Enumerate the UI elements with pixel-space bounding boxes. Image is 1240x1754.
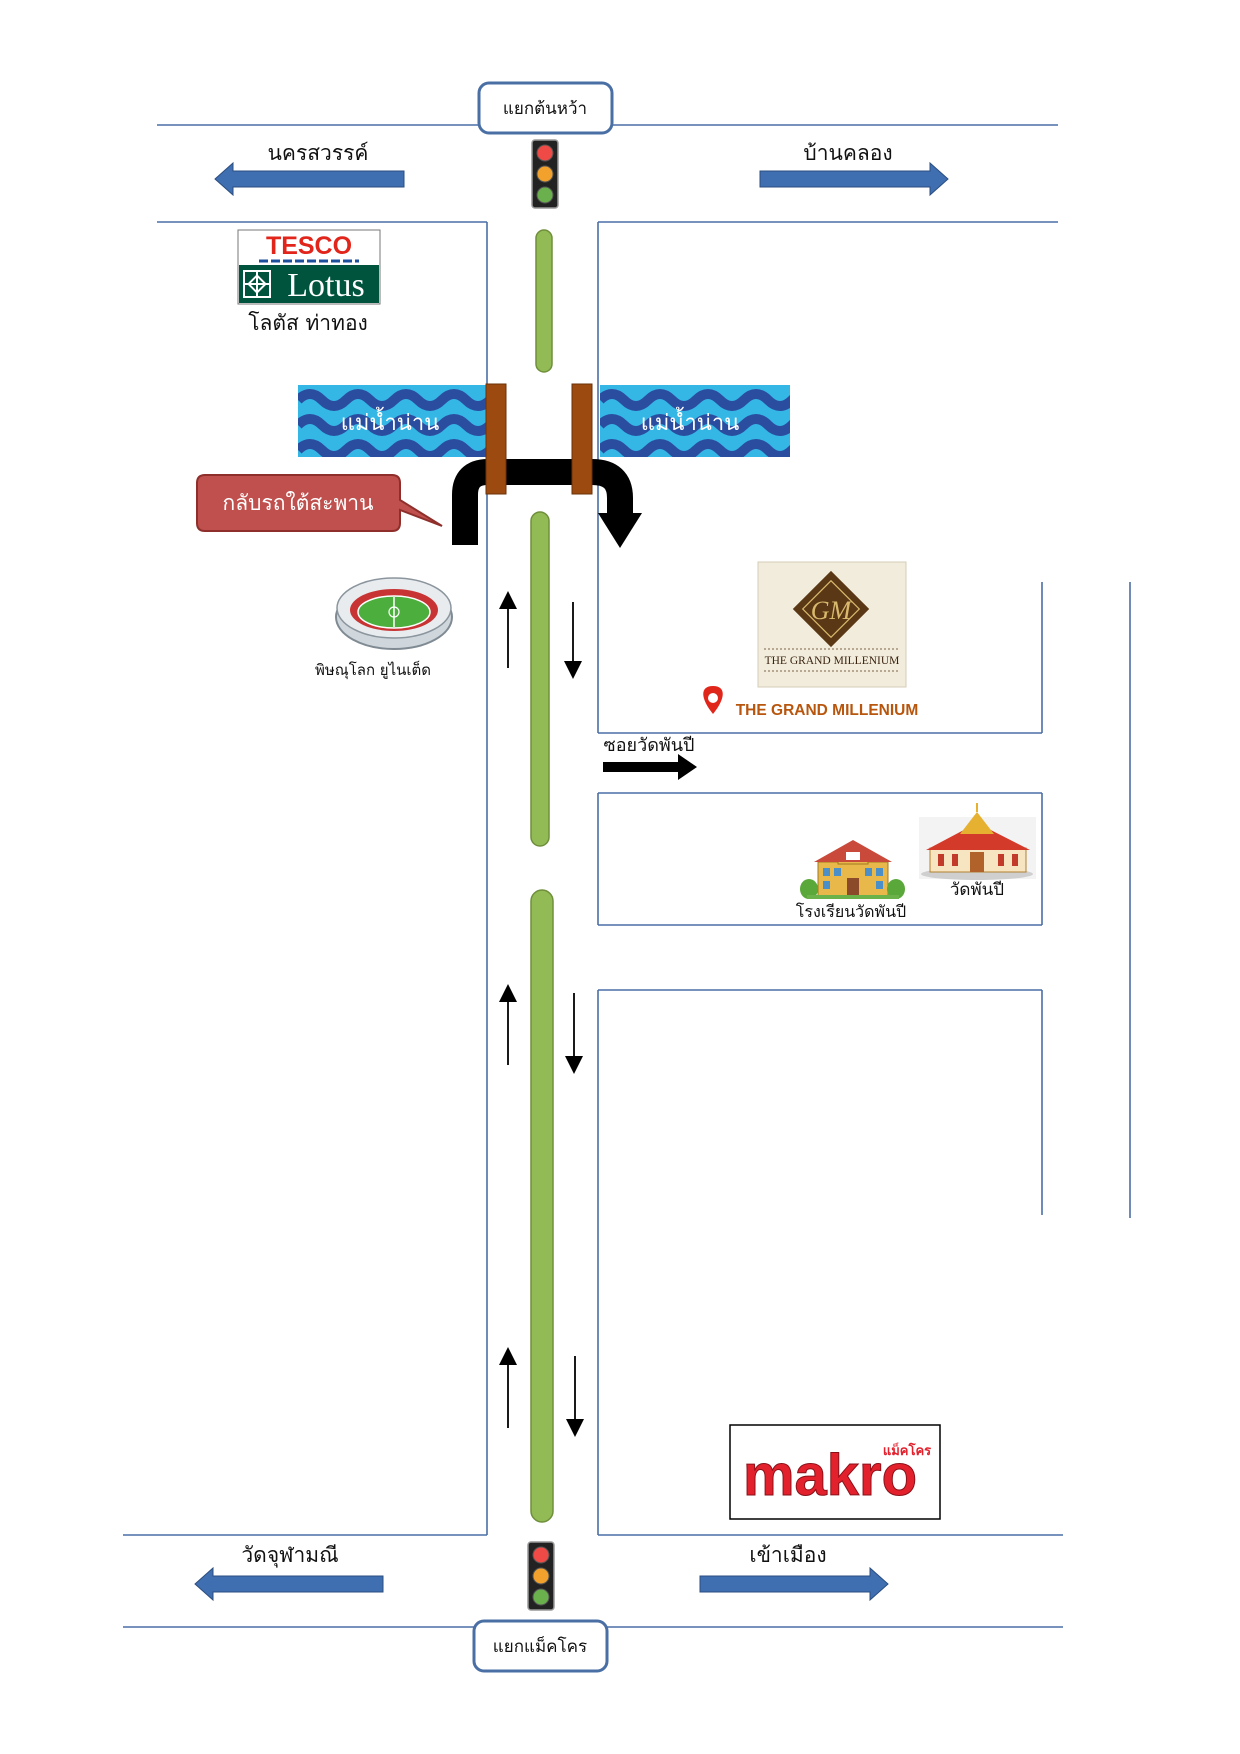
- grand-logo-text: THE GRAND MILLENIUM: [765, 655, 900, 667]
- tesco-sub-text: Lotus: [287, 267, 364, 304]
- lotus-emblem-icon: [243, 270, 271, 298]
- school-icon: [800, 840, 905, 899]
- bridge-pier-left: [485, 383, 507, 495]
- makro-logo: แม็คโคร makro: [729, 1424, 941, 1520]
- medians: [530, 229, 554, 1523]
- stadium-icon: [335, 577, 453, 650]
- river-left: [298, 385, 488, 457]
- u-turn-arrow: [452, 459, 642, 548]
- soi-arrow: [603, 754, 697, 780]
- arrow-left-top: [214, 161, 405, 197]
- tesco-lotus-logo: TESCO Lotus: [237, 229, 381, 305]
- intersection-bottom-label: แยกแม็คโคร: [493, 1635, 587, 1657]
- river-left-label: แม่น้ำน่าน: [341, 407, 440, 436]
- median-bottom: [530, 889, 554, 1523]
- map-pin-icon: [703, 686, 723, 714]
- direction-top-right: บ้านคลอง: [803, 141, 892, 165]
- arrow-right-top: [759, 161, 949, 197]
- direction-top-left: นครสวรรค์: [268, 141, 369, 165]
- intersection-box-top: แยกต้นหว้า: [477, 81, 614, 135]
- u-turn-callout: กลับรถใต้สะพาน: [196, 474, 443, 532]
- tesco-caption: โลตัส ท่าทอง: [248, 311, 368, 335]
- median-top: [535, 229, 553, 373]
- grand-pin-label: THE GRAND MILLENIUM: [736, 702, 919, 719]
- traffic-light-bottom: [527, 1541, 555, 1611]
- makro-thai-text: แม็คโคร: [883, 1441, 931, 1459]
- bridge-pier-right: [571, 383, 593, 495]
- intersection-box-bottom: แยกแม็คโคร: [472, 1619, 609, 1673]
- lane-arrows: [499, 591, 584, 1437]
- stadium-caption: พิษณุโลก ยูไนเต็ด: [315, 660, 431, 680]
- makro-brand-text: makro: [743, 1443, 917, 1508]
- arrow-left-bottom: [194, 1566, 384, 1602]
- grand-millenium-logo: GM THE GRAND MILLENIUM: [757, 561, 907, 688]
- median-middle: [530, 511, 550, 847]
- river-right-label: แม่น้ำน่าน: [641, 407, 740, 436]
- bridge-piers: [485, 383, 593, 495]
- temple-icon: [919, 803, 1036, 880]
- intersection-top-label: แยกต้นหว้า: [503, 99, 587, 119]
- direction-bottom-right: เข้าเมือง: [749, 1543, 826, 1567]
- tesco-brand-text: TESCO: [266, 232, 352, 260]
- temple-caption: วัดพันปี: [950, 880, 1004, 900]
- soi-label: ซอยวัดพันปี: [604, 735, 695, 756]
- direction-bottom-left: วัดจุฬามณี: [241, 1543, 338, 1568]
- direction-arrows: [194, 161, 949, 1602]
- river-right: [600, 385, 790, 457]
- grand-logo-monogram: GM: [811, 596, 853, 625]
- arrow-right-bottom: [699, 1566, 889, 1602]
- callout-text: กลับรถใต้สะพาน: [223, 491, 374, 515]
- traffic-light-top: [531, 139, 559, 209]
- school-caption: โรงเรียนวัดพันปี: [796, 902, 906, 921]
